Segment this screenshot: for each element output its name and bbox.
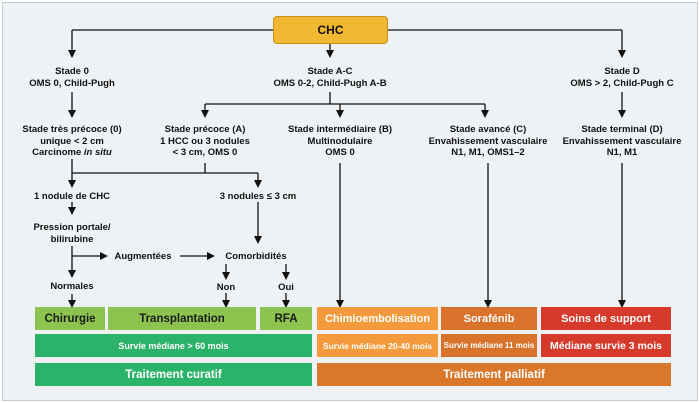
palliative-treatment-box: Traitement palliatif (317, 363, 671, 386)
stage-0-node: Stade 0 OMS 0, Child-Pugh (12, 66, 132, 89)
stage-ac-title: Stade A-C (307, 66, 353, 77)
terminal-title: Stade terminal (D) (581, 124, 663, 135)
stage-ac-node: Stade A-C OMS 0-2, Child-Pugh A-B (250, 66, 410, 89)
stage-d-title: Stade D (604, 66, 640, 77)
intermediate-nodules: Multinodulaire (307, 135, 373, 147)
early-title: Stade précoce (A) (164, 124, 246, 135)
very-early-title: Stade très précoce (0) (22, 124, 122, 135)
transplantation-box: Transplantation (108, 307, 256, 330)
stage-ac-detail: OMS 0-2, Child-Pugh A-B (273, 77, 387, 89)
chemoembolization-box: Chimioembolisation (317, 307, 438, 330)
chemo-survival-box: Survie médiane 20-40 mois (317, 334, 438, 357)
terminal-invasion: Envahissement vasculaire (562, 135, 682, 147)
comorbidities-node: Comorbidités (225, 251, 287, 262)
early-stage-node: Stade précoce (A) 1 HCC ou 3 nodules < 3… (140, 124, 270, 159)
pressure-line2: bilirubine (50, 233, 94, 245)
increased-label: Augmentées (114, 251, 172, 262)
stage-d-node: Stade D OMS > 2, Child-Pugh C (552, 66, 692, 89)
one-nodule-node: 1 nodule de CHC (33, 191, 110, 202)
advanced-stage-node: Stade avancé (C) Envahissement vasculair… (418, 124, 558, 159)
very-early-size: unique < 2 cm (40, 135, 104, 147)
supportive-care-box: Soins de support (541, 307, 671, 330)
early-size: < 3 cm, OMS 0 (172, 147, 238, 158)
root-node: CHC (273, 16, 388, 44)
surgery-box: Chirurgie (35, 307, 105, 330)
advanced-metastasis: N1, M1, OMS1–2 (451, 147, 525, 158)
stage-0-title: Stade 0 (55, 66, 89, 77)
pressure-node: Pression portale/ bilirubine (14, 222, 130, 245)
no-label: Non (216, 282, 236, 293)
support-survival-box: Médiane survie 3 mois (541, 334, 671, 357)
intermediate-oms: OMS 0 (325, 147, 355, 158)
curative-treatment-box: Traitement curatif (35, 363, 312, 386)
advanced-invasion: Envahissement vasculaire (428, 135, 548, 147)
advanced-title: Stade avancé (C) (449, 124, 527, 135)
intermediate-stage-node: Stade intermédiaire (B) Multinodulaire O… (275, 124, 405, 159)
terminal-metastasis: N1, M1 (606, 147, 638, 158)
stage-0-detail: OMS 0, Child-Pugh (29, 77, 115, 89)
sorafenib-box: Sorafénib (441, 307, 537, 330)
curative-survival-box: Survie médiane > 60 mois (35, 334, 312, 357)
pressure-line1: Pression portale/ (33, 222, 111, 233)
terminal-stage-node: Stade terminal (D) Envahissement vascula… (557, 124, 687, 159)
very-early-carcinoma: Carcinome in situ (32, 147, 112, 158)
stage-d-detail: OMS > 2, Child-Pugh C (570, 77, 674, 89)
early-nodules: 1 HCC ou 3 nodules (160, 135, 250, 147)
yes-label: Oui (278, 282, 294, 293)
sorafenib-survival-box: Survie médiane 11 mois (441, 334, 537, 357)
rfa-box: RFA (260, 307, 312, 330)
very-early-stage-node: Stade très précoce (0) unique < 2 cm Car… (2, 124, 142, 159)
normal-label: Normales (50, 281, 94, 292)
three-nodules-node: 3 nodules ≤ 3 cm (219, 191, 297, 202)
intermediate-title: Stade intermédiaire (B) (288, 124, 392, 135)
